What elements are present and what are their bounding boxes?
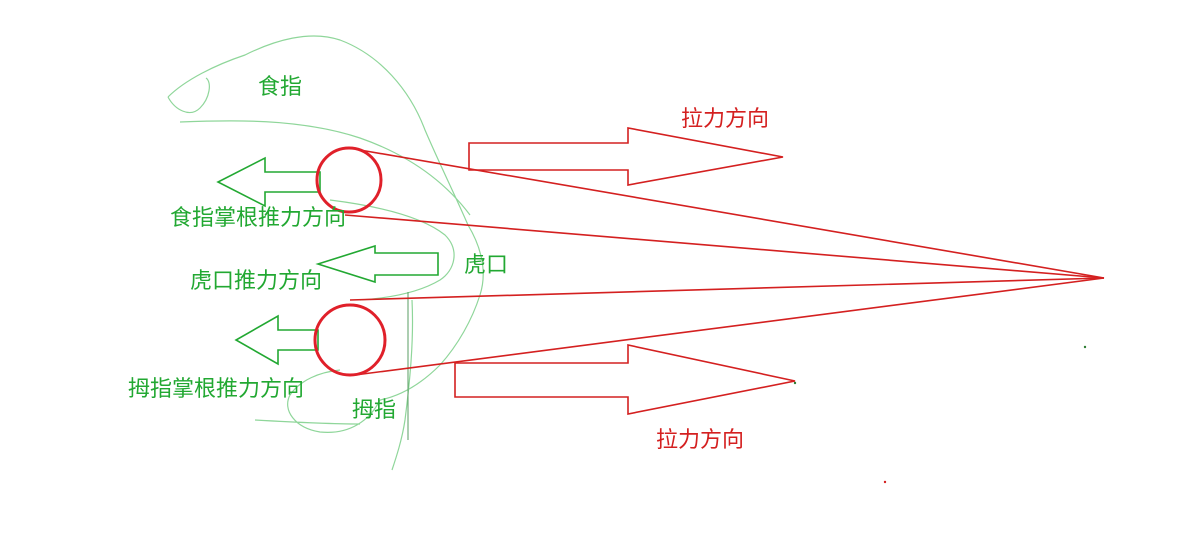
tiger-mouth-push-label: 虎口推力方向 — [190, 271, 322, 293]
thumb-palm-push-arrow — [236, 316, 318, 364]
index-finger-outline — [168, 36, 468, 225]
thumb-palm-push-label: 拇指掌根推力方向 — [128, 379, 304, 401]
hand-side-outline — [392, 300, 413, 470]
stray-dot-2 — [794, 382, 796, 384]
thumb-label: 拇指 — [352, 400, 396, 422]
tiger-mouth-push-arrow — [318, 246, 438, 282]
tiger-mouth-outline — [380, 225, 483, 400]
index-palm-push-label: 食指掌根推力方向 — [170, 208, 346, 230]
stray-dot-1 — [1084, 346, 1086, 348]
index-finger-label: 食指 — [258, 77, 302, 99]
index-palm-push-arrow — [218, 158, 320, 206]
pull-direction-bottom-label: 拉力方向 — [656, 430, 744, 452]
stray-dot-3 — [884, 481, 886, 483]
pull-direction-top-label: 拉力方向 — [681, 109, 769, 131]
tiger-mouth-label: 虎口 — [464, 255, 508, 277]
thumb-palm-root-circle — [315, 305, 385, 375]
